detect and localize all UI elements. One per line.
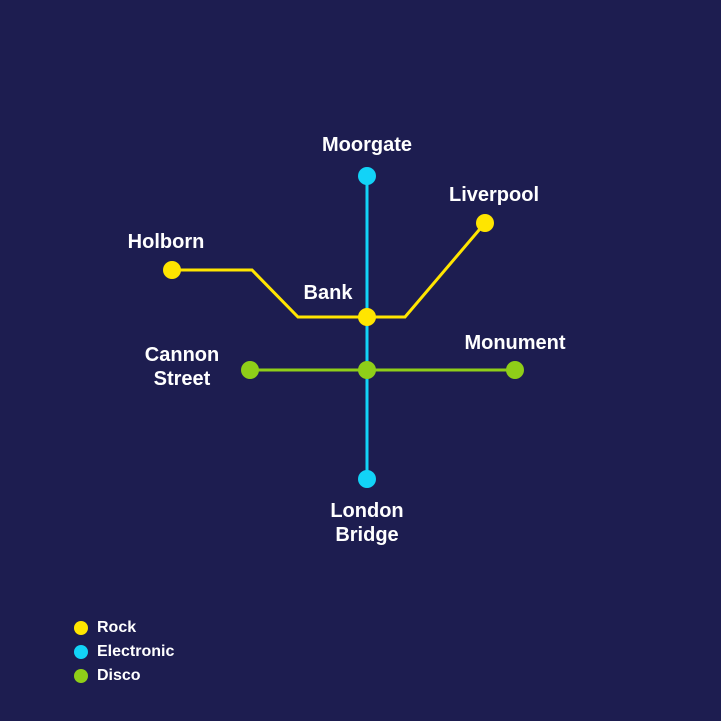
legend-item-disco[interactable]: Disco (74, 664, 174, 688)
bank-label: Bank (304, 282, 354, 304)
electronic-color-dot-icon (74, 645, 88, 659)
london-bridge-station-dot[interactable] (358, 470, 376, 488)
bank-disco-interchange-dot[interactable] (358, 361, 376, 379)
legend-label-disco: Disco (97, 667, 141, 684)
cannon-street-station-dot[interactable] (241, 361, 259, 379)
legend: Rock Electronic Disco (74, 616, 174, 688)
bank-station-dot[interactable] (358, 308, 376, 326)
cannon-street-label-line2: Street (154, 368, 211, 390)
moorgate-station-dot[interactable] (358, 167, 376, 185)
monument-station-dot[interactable] (506, 361, 524, 379)
liverpool-label: Liverpool (449, 184, 539, 206)
disco-color-dot-icon (74, 669, 88, 683)
holborn-label: Holborn (128, 231, 205, 253)
legend-item-rock[interactable]: Rock (74, 616, 174, 640)
holborn-station-dot[interactable] (163, 261, 181, 279)
london-bridge-label-line2: Bridge (335, 524, 398, 546)
cannon-street-label-line1: Cannon (145, 344, 219, 366)
moorgate-label: Moorgate (322, 134, 412, 156)
rock-color-dot-icon (74, 621, 88, 635)
legend-item-electronic[interactable]: Electronic (74, 640, 174, 664)
legend-label-rock: Rock (97, 619, 137, 636)
rock-line (172, 222, 487, 319)
monument-label: Monument (464, 332, 565, 354)
liverpool-station-dot[interactable] (476, 214, 494, 232)
london-bridge-label-line1: London (330, 500, 403, 522)
legend-label-electronic: Electronic (97, 643, 175, 660)
